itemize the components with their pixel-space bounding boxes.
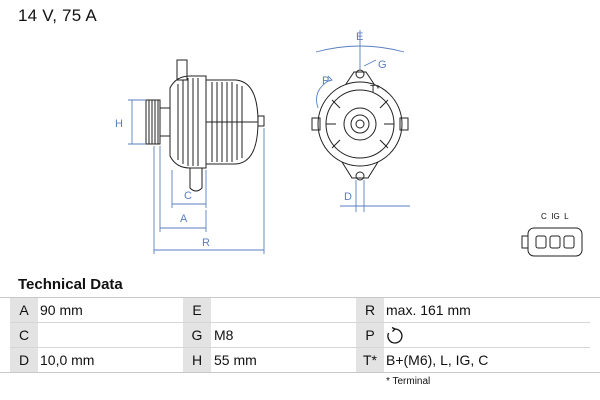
table-value: B+(M6), L, IG, C	[386, 352, 489, 368]
table-value: 55 mm	[214, 352, 257, 368]
clockwise-rotation-icon	[387, 327, 403, 344]
front-view-dimensions	[315, 30, 410, 212]
key-column-3	[356, 298, 384, 372]
table-key: E	[192, 302, 202, 318]
dim-label-p: P	[322, 75, 329, 87]
table-key: R	[364, 302, 376, 318]
table-value: max. 161 mm	[386, 302, 471, 318]
table-key: A	[19, 302, 29, 318]
dim-label-d: D	[344, 191, 352, 203]
table-row-divider	[10, 347, 590, 348]
table-row-divider	[10, 322, 590, 323]
table-key: C	[18, 327, 30, 343]
table-value: M8	[214, 327, 234, 343]
table-key: P	[365, 327, 375, 343]
page-title: 14 V, 75 A	[18, 6, 97, 25]
connector-symbol	[521, 227, 583, 257]
dim-label-c: C	[184, 190, 192, 202]
dim-label-g: G	[378, 59, 387, 71]
dim-label-t: T*	[370, 84, 380, 95]
key-column-2	[183, 298, 211, 372]
dim-label-r: R	[202, 237, 210, 249]
side-view-dimensions	[128, 99, 265, 254]
alternator-side-view	[145, 59, 265, 192]
dim-label-e: E	[356, 31, 363, 43]
alternator-technical-drawing: H C A R E G	[115, 30, 583, 257]
dim-label-h: H	[115, 118, 123, 130]
key-column-1	[10, 298, 38, 372]
table-key: T*	[363, 352, 377, 368]
table-key: H	[191, 352, 203, 368]
table-key: G	[191, 327, 203, 343]
terminal-footnote: * Terminal	[386, 376, 431, 387]
table-value: 10,0 mm	[40, 352, 95, 368]
table-top-rule	[0, 297, 600, 298]
technical-data-heading: Technical Data	[18, 276, 123, 293]
alternator-front-view	[311, 69, 409, 181]
table-bottom-rule	[0, 372, 600, 373]
table-value: 90 mm	[40, 302, 83, 318]
connector-pin-labels: C IG L	[541, 212, 569, 221]
table-key: D	[18, 352, 30, 368]
dim-label-a: A	[180, 213, 188, 225]
